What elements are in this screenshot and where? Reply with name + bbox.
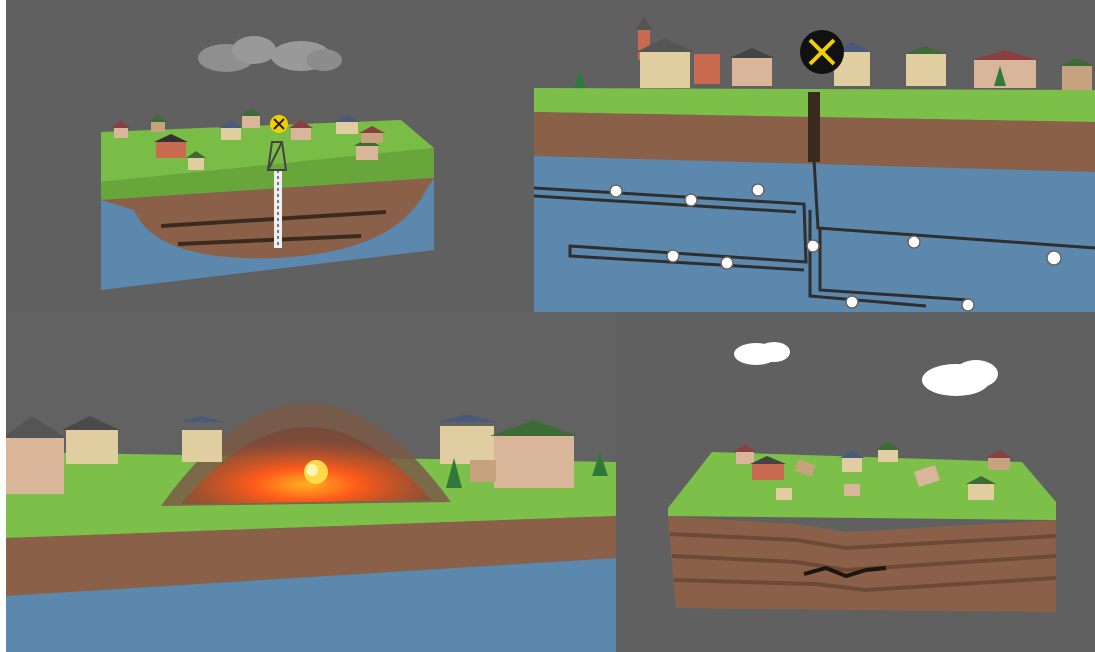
headframe bbox=[266, 141, 288, 171]
fire-icon bbox=[304, 460, 328, 484]
village bbox=[734, 442, 1012, 500]
grey-cloud bbox=[198, 36, 342, 72]
crossed-hammers-icon bbox=[800, 30, 844, 74]
grass-top bbox=[101, 120, 434, 182]
soil-layer bbox=[6, 516, 616, 596]
scene-tunnels-in-aquifer bbox=[534, 0, 1095, 312]
scene-underground-fire bbox=[6, 312, 616, 652]
panel-tunnels-in-aquifer bbox=[534, 0, 1095, 312]
water-layer bbox=[6, 558, 616, 652]
scene-subsidence bbox=[616, 312, 1095, 652]
crossed-hammers-icon bbox=[270, 115, 288, 133]
scene-mine-over-aquifer bbox=[6, 0, 534, 312]
panel-underground-fire bbox=[6, 312, 616, 652]
panel-mine-over-aquifer bbox=[6, 0, 534, 312]
fracture bbox=[803, 565, 887, 579]
mine-tunnel bbox=[160, 210, 387, 228]
mine-tunnel bbox=[177, 234, 362, 246]
white-cloud bbox=[734, 342, 998, 396]
rock-strata bbox=[669, 532, 1057, 593]
mine-shaft bbox=[808, 92, 820, 162]
grass-edge bbox=[101, 148, 434, 200]
village bbox=[6, 414, 608, 494]
village bbox=[574, 16, 1094, 90]
tunnel-network bbox=[534, 159, 1095, 308]
panel-subsidence bbox=[616, 312, 1095, 652]
gear-icon bbox=[609, 183, 1062, 312]
village bbox=[112, 108, 385, 170]
